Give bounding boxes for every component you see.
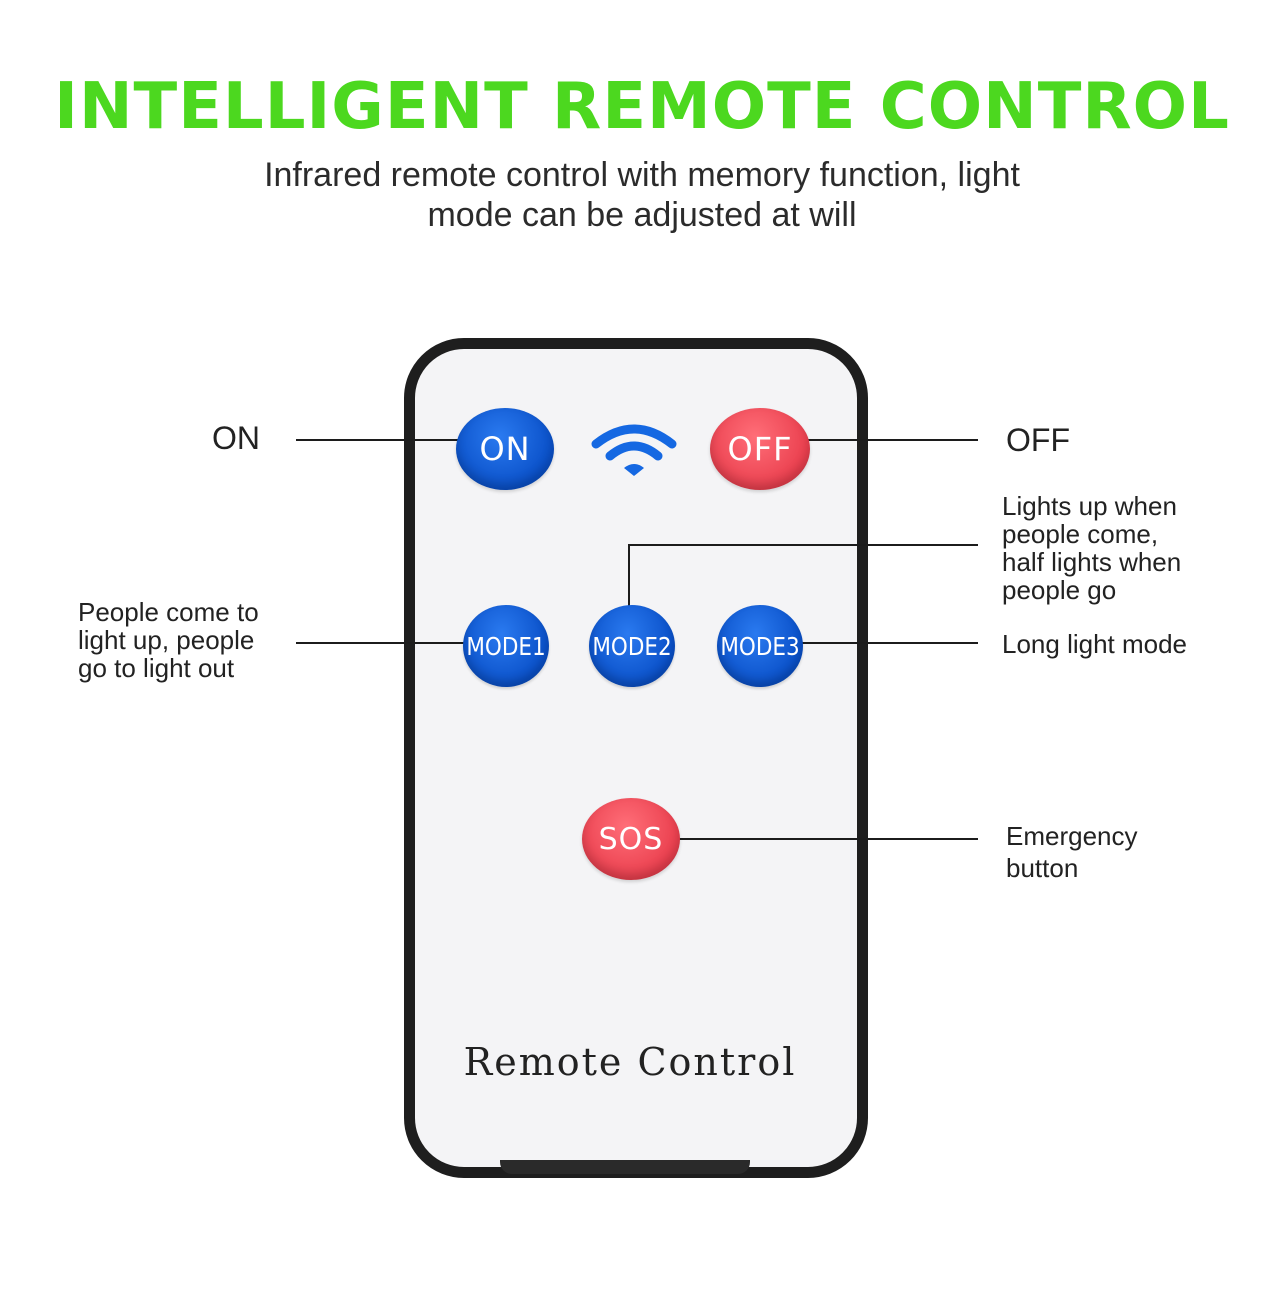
callout-mode2-line-2: people come, (1002, 519, 1159, 549)
mode3-button[interactable]: MODE3 (717, 605, 803, 687)
callout-off-label: OFF (1006, 422, 1070, 458)
page-subtitle: Infrared remote control with memory func… (160, 155, 1124, 235)
callout-mode2-line-1: Lights up when (1002, 491, 1177, 521)
callout-on-label: ON (212, 420, 260, 456)
subtitle-line-2: mode can be adjusted at will (427, 196, 857, 234)
callout-sos-line-1: Emergency (1006, 821, 1138, 851)
callout-line-mode3 (790, 642, 978, 644)
off-button[interactable]: OFF (710, 408, 810, 490)
callout-sos-line-2: button (1006, 853, 1079, 883)
callout-mode1-label: People come to light up, people go to li… (78, 598, 259, 682)
callout-line-sos (664, 838, 978, 840)
page-title: INTELLIGENT REMOTE CONTROL (54, 70, 1230, 144)
callout-mode2-line-3: half lights when (1002, 547, 1182, 577)
remote-control-base (500, 1160, 750, 1174)
callout-mode2-line-4: people go (1002, 575, 1117, 605)
callout-mode2-label: Lights up when people come, half lights … (1002, 492, 1181, 604)
remote-label: Remote Control (463, 1040, 797, 1084)
callout-mode1-line-1: People come to (78, 597, 259, 627)
callout-line-mode1 (296, 642, 466, 644)
mode2-button[interactable]: MODE2 (589, 605, 675, 687)
callout-line-on (296, 439, 468, 441)
wifi-signal-icon (591, 424, 677, 476)
callout-sos-label: Emergency button (1006, 820, 1138, 884)
on-button[interactable]: ON (456, 408, 554, 490)
mode1-button[interactable]: MODE1 (463, 605, 549, 687)
callout-line-mode2-v (628, 544, 630, 606)
subtitle-line-1: Infrared remote control with memory func… (264, 156, 1020, 194)
callout-mode1-line-3: go to light out (78, 653, 235, 683)
callout-line-off (790, 439, 978, 441)
sos-button[interactable]: SOS (582, 798, 680, 880)
callout-mode1-line-2: light up, people (78, 625, 255, 655)
callout-line-mode2-h (628, 544, 978, 546)
callout-mode3-label: Long light mode (1002, 629, 1188, 659)
